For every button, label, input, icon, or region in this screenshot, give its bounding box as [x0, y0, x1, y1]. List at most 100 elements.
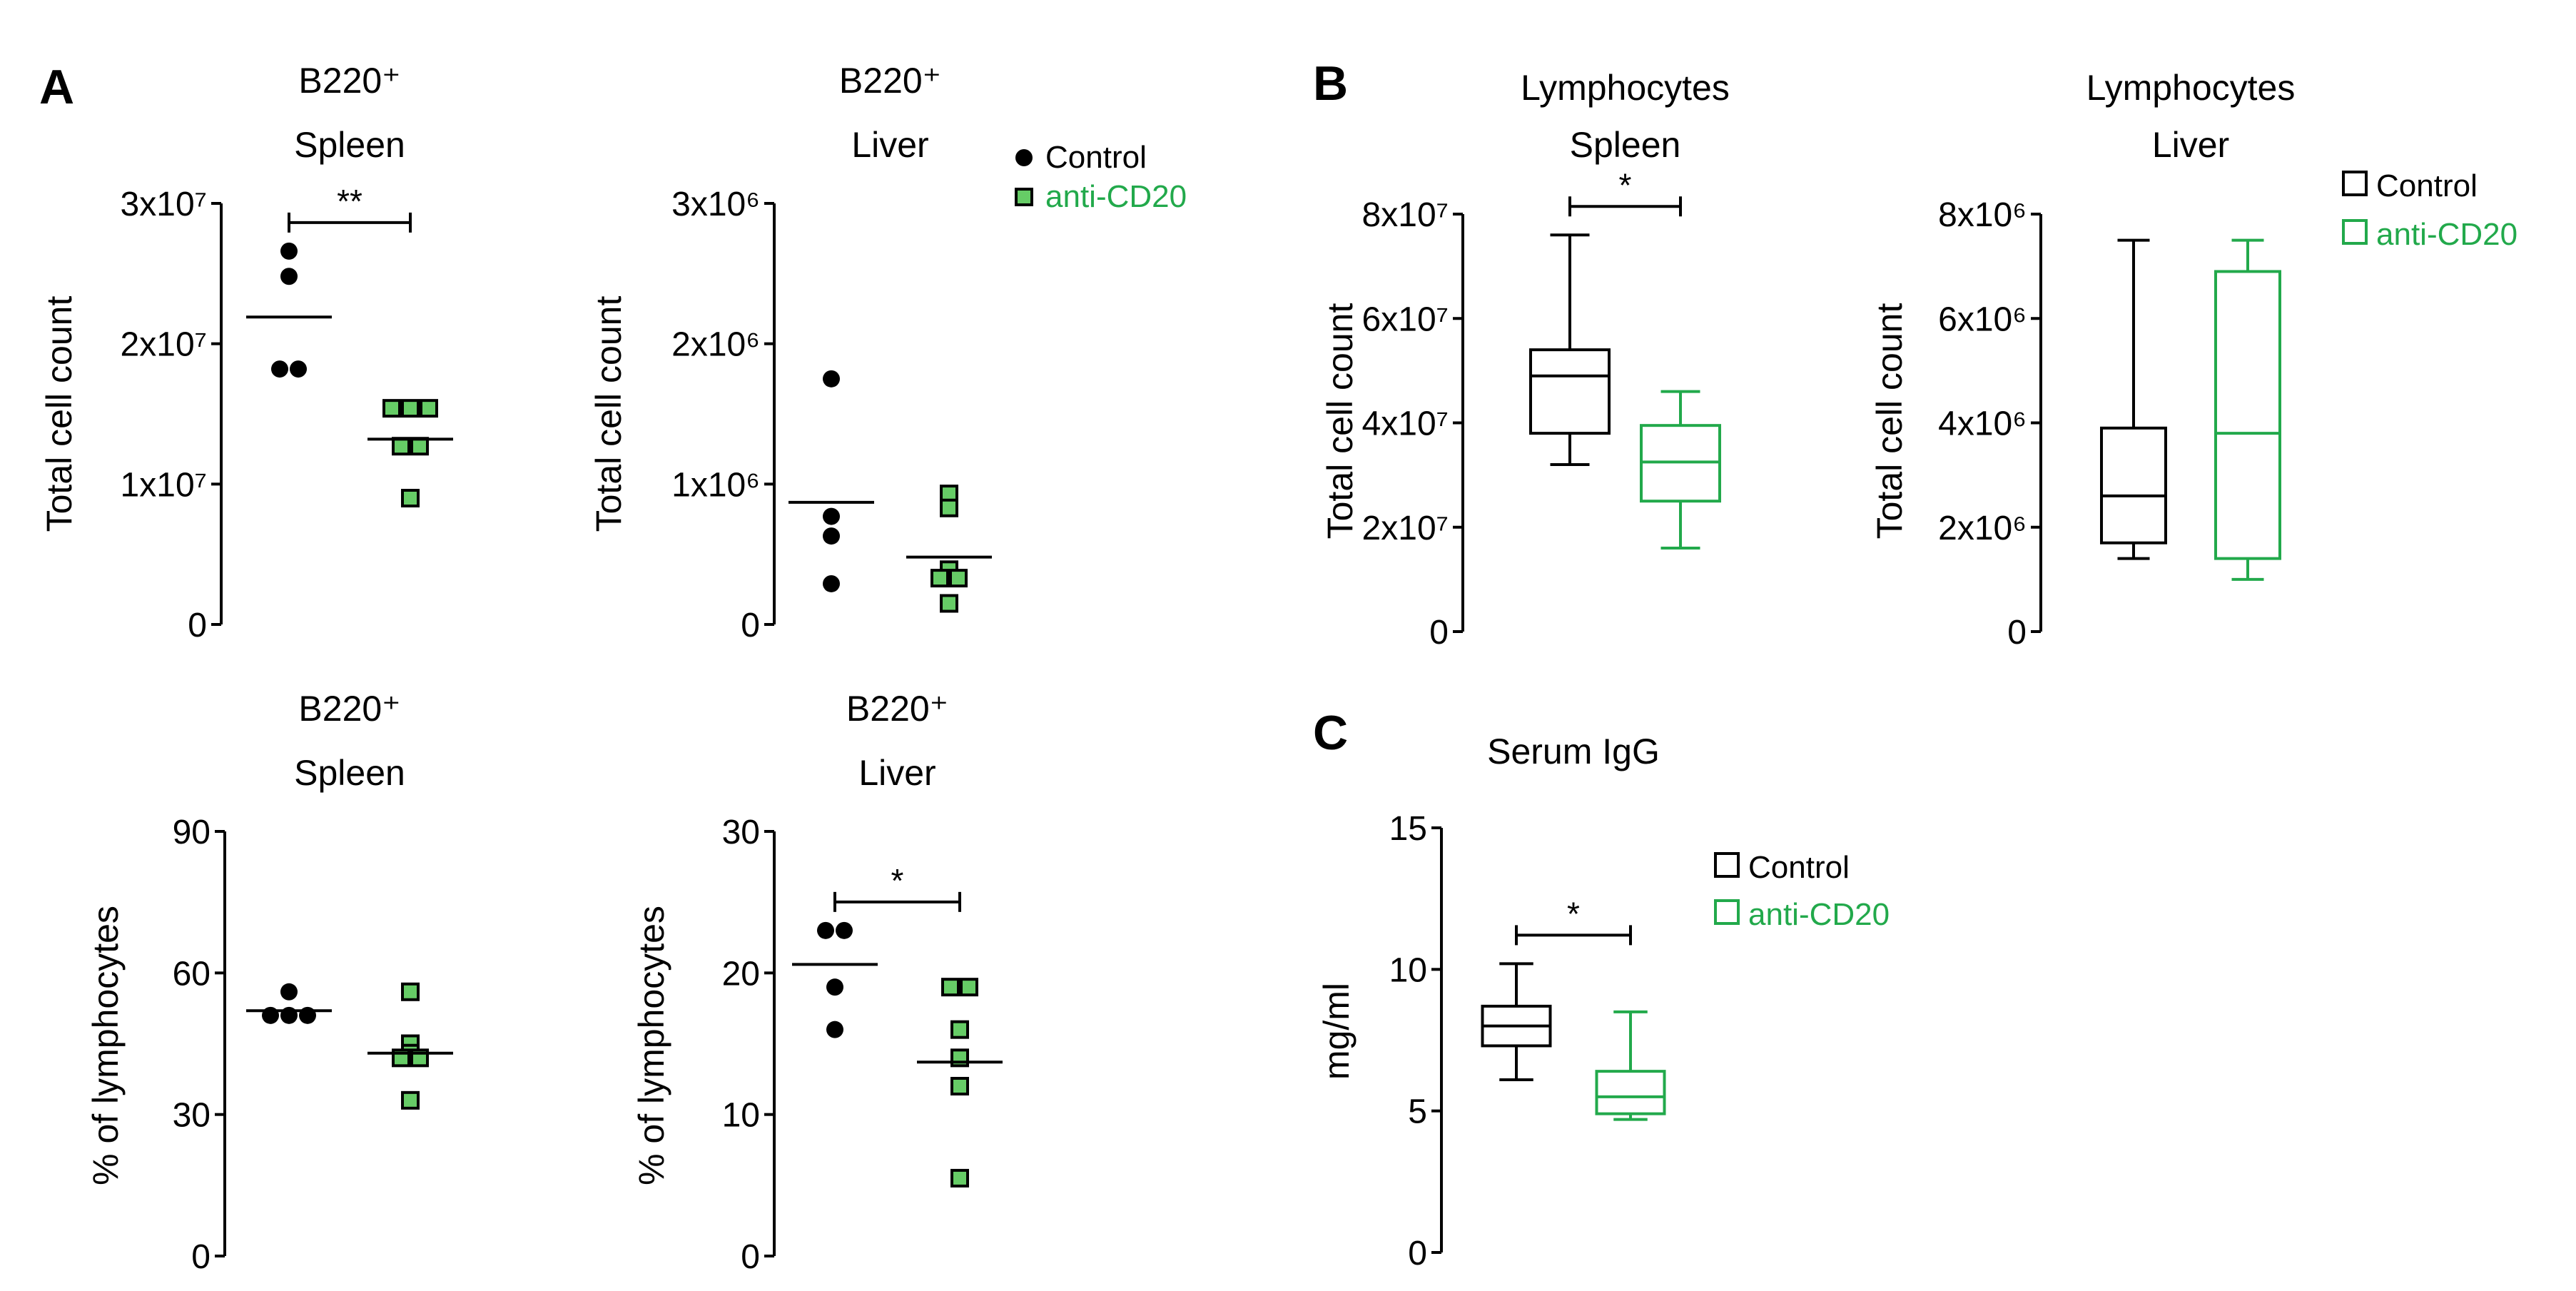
chart-title: Liver [851, 125, 928, 165]
control-box [1529, 348, 1611, 435]
legend-control-label: Control [1045, 140, 1147, 175]
chart-title: Liver [858, 753, 935, 793]
y-axis-label: Total cell count [1870, 303, 1910, 540]
chart-title: Serum IgG [1487, 731, 1660, 771]
control-point [823, 370, 840, 388]
y-tick-label: 60 [173, 955, 211, 993]
anti-cd20-point [950, 1168, 969, 1188]
y-tick-label: 6x10⁷ [1362, 300, 1449, 338]
anti-cd20-point [960, 978, 978, 997]
chart-title: Lymphocytes [2086, 68, 2296, 108]
anti-cd20-point [940, 498, 958, 517]
anti-cd20-point [950, 1077, 969, 1095]
chart-title: Liver [2152, 125, 2229, 165]
legend-control-box [1714, 852, 1740, 878]
control-point [836, 921, 853, 939]
y-tick-label: 8x10⁶ [1938, 196, 2027, 234]
anti-cd20-point [410, 437, 429, 456]
control-point [280, 268, 298, 285]
control-point [823, 507, 840, 525]
anti-cd20-point [382, 399, 401, 418]
control-point [826, 1021, 843, 1038]
panel-letter-b: B [1313, 56, 1348, 111]
legend-c: Control anti-CD20 [1714, 850, 1890, 932]
legend-control-label: Control [1748, 850, 1850, 885]
y-tick-label: 0 [191, 1238, 211, 1276]
legend-anti-cd20-marker [1015, 188, 1033, 206]
y-axis-label: Total cell count [1320, 303, 1360, 540]
y-tick-label: 90 [173, 814, 211, 851]
y-tick-label: 2x10⁶ [671, 326, 760, 364]
y-tick-label: 4x10⁶ [1938, 405, 2027, 443]
control-point [280, 242, 298, 260]
y-axis-label: % of lymphocytes [632, 906, 671, 1185]
legend-control-box [2342, 171, 2368, 196]
legend-anti-cd20-box [1714, 899, 1740, 925]
anti-cd20-point [950, 1020, 969, 1039]
control-point [817, 921, 834, 939]
control-point [280, 983, 298, 1001]
y-tick-label: 0 [741, 607, 760, 644]
y-tick-label: 0 [1408, 1235, 1427, 1272]
y-axis-label: mg/ml [1317, 983, 1357, 1080]
y-tick-label: 1x10⁶ [671, 466, 760, 504]
control-point [290, 360, 307, 378]
y-tick-label: 8x10⁷ [1362, 196, 1449, 234]
control-box [2100, 426, 2167, 545]
anti-cd20-point [941, 978, 960, 997]
legend-anti-cd20-label: anti-CD20 [1045, 179, 1187, 214]
significance-label: ** [337, 183, 362, 220]
y-tick-label: 30 [173, 1097, 211, 1135]
legend-a: Control anti-CD20 [1015, 140, 1187, 214]
y-axis-label: Total cell count [589, 296, 629, 532]
chart-title: Spleen [1570, 125, 1681, 165]
anti-cd20-point [401, 982, 420, 1001]
y-tick-label: 30 [722, 814, 760, 851]
y-tick-label: 3x10⁶ [671, 186, 760, 223]
significance-label: * [891, 862, 904, 899]
anti-cd20-point [401, 399, 420, 418]
y-tick-label: 2x10⁷ [121, 326, 207, 364]
y-tick-label: 15 [1389, 810, 1427, 848]
chart-title: Spleen [294, 753, 405, 793]
legend-anti-cd20-label: anti-CD20 [1748, 897, 1890, 932]
control-point [826, 978, 843, 996]
anti-cd20-point [420, 399, 438, 418]
y-tick-label: 3x10⁷ [121, 186, 207, 223]
y-tick-label: 6x10⁶ [1938, 300, 2027, 338]
anti-cd20-box [1595, 1070, 1666, 1115]
anti-cd20-point [949, 569, 968, 588]
y-tick-label: 0 [1429, 614, 1449, 652]
y-tick-label: 20 [722, 955, 760, 993]
legend-control-marker [1015, 149, 1033, 166]
y-tick-label: 10 [722, 1097, 760, 1135]
y-tick-label: 5 [1408, 1093, 1427, 1131]
chart-title: Lymphocytes [1521, 68, 1730, 108]
y-tick-label: 0 [188, 607, 207, 644]
chart-title: B220⁺ [839, 61, 941, 101]
anti-cd20-point [401, 489, 420, 507]
y-tick-label: 4x10⁷ [1362, 405, 1449, 443]
legend-anti-cd20-box [2342, 219, 2368, 245]
legend-anti-cd20-label: anti-CD20 [2376, 217, 2517, 252]
y-tick-label: 2x10⁶ [1938, 510, 2027, 547]
anti-cd20-point [392, 437, 410, 456]
control-point [271, 360, 288, 378]
y-tick-label: 0 [741, 1238, 760, 1276]
anti-cd20-point [930, 569, 949, 588]
anti-cd20-point [940, 594, 958, 613]
significance-label: * [1567, 895, 1580, 932]
chart-title: B220⁺ [298, 689, 400, 729]
y-tick-label: 1x10⁷ [121, 466, 207, 504]
